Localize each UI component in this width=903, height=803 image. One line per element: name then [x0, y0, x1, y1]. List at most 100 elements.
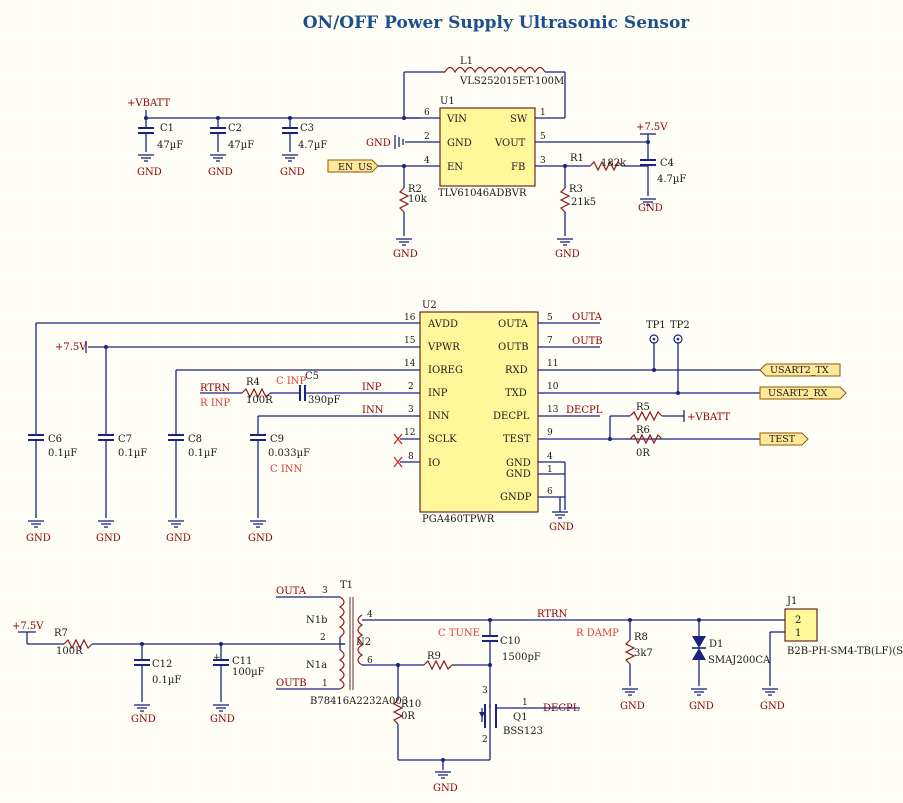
r7-ref: R7 — [54, 628, 68, 639]
t1-winding-n2: N2 — [356, 637, 371, 648]
u2-pin-num-7: 7 — [547, 336, 553, 346]
d1-ref: D1 — [709, 639, 723, 650]
u2-ref: U2 — [422, 300, 437, 311]
r1-value: 182k — [601, 158, 627, 169]
j1-pin-2: 2 — [795, 615, 801, 626]
u2-pin-outb: OUTB — [498, 342, 529, 353]
capacitor-c4: C4 4.7µF GND — [638, 158, 686, 214]
u2-part: PGA460TPWR — [422, 514, 495, 525]
u2-pin-num-11: 11 — [547, 359, 558, 369]
schematic-title: ON/OFF Power Supply Ultrasonic Sensor — [303, 13, 691, 33]
c6-ref: C6 — [48, 434, 62, 445]
c12-ref: C12 — [152, 659, 172, 670]
d1-gnd-label: GND — [689, 701, 714, 712]
u2-pin-num-5: 5 — [547, 313, 553, 323]
connector-j1: J1 2 1 GND B2B-PH-SM4-TB(LF)(SN) — [760, 596, 903, 712]
u1-pin-num-4: 4 — [424, 156, 430, 166]
inductor-l1: L1 VLS252015ET-100M — [403, 56, 566, 119]
capacitor-c8: C8 0.1µF GND — [166, 370, 217, 544]
t1-outb-net: OUTB — [276, 678, 307, 689]
resistor-r9: R9 — [380, 651, 492, 671]
u2-pin-outa: OUTA — [498, 319, 529, 330]
r4-ref: R4 — [246, 377, 260, 388]
u1-pin-vout: VOUT — [494, 138, 526, 149]
capacitor-c7: C7 0.1µF GND — [96, 347, 147, 544]
c3-ref: C3 — [300, 123, 314, 134]
u2-pin-sclk: SCLK — [428, 434, 457, 445]
c5-value: 390pF — [308, 395, 340, 406]
c8-value: 0.1µF — [188, 448, 217, 459]
t1-part: B78416A2232A003 — [310, 696, 408, 707]
resistor-r2: R2 10k GND — [393, 166, 428, 260]
c-inp-label: C INP — [276, 376, 307, 387]
c2-value: 47µF — [228, 140, 254, 151]
r5-vbatt-label: +VBATT — [687, 412, 730, 423]
capacitor-c9: C9 0.033µF C INN GND — [248, 415, 360, 544]
port-test: TEST — [759, 432, 809, 446]
r8-ref: R8 — [634, 632, 648, 643]
u2-pin-inn: INN — [428, 411, 450, 422]
r10-value: 0R — [401, 711, 415, 722]
u1-pin-gnd: GND — [447, 138, 472, 149]
inn-net-label: INN — [362, 405, 384, 416]
port-en-us: EN_US — [327, 159, 406, 173]
u2-decpl-net: DECPL — [566, 405, 603, 416]
capacitor-c3: C3 4.7µF GND — [280, 118, 327, 178]
c9-gnd-label: GND — [248, 533, 273, 544]
r1-ref: R1 — [570, 153, 584, 164]
c6-value: 0.1µF — [48, 448, 77, 459]
q1-pin-1: 1 — [522, 698, 528, 708]
r8-gnd-label: GND — [620, 701, 645, 712]
u1-pin-fb: FB — [511, 162, 525, 173]
resistor-r5: R5 +VBATT — [608, 402, 730, 441]
c4-ref: C4 — [660, 158, 674, 169]
testpoint-tp1: TP1 — [646, 320, 666, 372]
u1-pin-en: EN — [447, 162, 463, 173]
port-usart2-tx: USART2_TX — [759, 363, 841, 377]
u1-pin-vin: VIN — [446, 114, 467, 125]
test-port-label: TEST — [769, 434, 796, 445]
c-tune-label: C TUNE — [438, 628, 480, 639]
capacitor-c1: C1 47µF GND — [137, 118, 183, 178]
c10-value: 1500pF — [502, 652, 541, 663]
ic-u2-body — [419, 311, 539, 513]
u2-pin-decpl: DECPL — [493, 411, 530, 422]
r-inp-label: R INP — [200, 398, 230, 409]
r2-ref: R2 — [408, 184, 422, 195]
r-damp-label: R DAMP — [576, 628, 619, 639]
u1-pin-num-5: 5 — [540, 132, 546, 142]
t1-outa-net: OUTA — [276, 586, 307, 597]
ic-u1: U1 TLV61046ADBVR VIN GND EN SW VOUT FB 6… — [404, 96, 590, 199]
u2-pin-io: IO — [428, 458, 440, 469]
c12-gnd-label: GND — [131, 714, 156, 725]
r7-value: 100R — [56, 646, 83, 657]
c4-value: 4.7µF — [657, 174, 686, 185]
inp-net-label: INP — [362, 382, 382, 393]
u1-gnd-label: GND — [366, 138, 391, 149]
r9-ref: R9 — [427, 651, 441, 662]
u2-pin-inp: INP — [428, 388, 448, 399]
t1-winding-n1a: N1a — [306, 660, 327, 671]
c8-ref: C8 — [188, 434, 202, 445]
q1-part: BSS123 — [503, 726, 543, 737]
q1-pin-3: 3 — [482, 686, 488, 696]
c11-value: 100µF — [232, 667, 265, 678]
en-us-label: EN_US — [338, 162, 373, 173]
c12-value: 0.1µF — [152, 675, 181, 686]
u2-pin-num-13: 13 — [547, 405, 559, 415]
u2-outa-net: OUTA — [572, 312, 603, 323]
r2-value: 10k — [408, 194, 428, 205]
u2-pin-num-2: 2 — [408, 382, 414, 392]
rtrn-net-label: RTRN — [537, 609, 568, 620]
j1-ref: J1 — [786, 596, 797, 607]
u1-pin-num-1: 1 — [540, 108, 546, 118]
r2-gnd-label: GND — [393, 249, 418, 260]
capacitor-c5: C5 390pF C INP — [276, 371, 360, 406]
u2-pin-gnd-a: GND — [506, 458, 531, 469]
u2-gnd-label: GND — [549, 522, 574, 533]
c11-polarity-plus: + — [213, 653, 221, 663]
capacitor-c11: + C11 100µF GND — [210, 644, 265, 725]
capacitor-c10: C10 1500pF — [482, 620, 541, 700]
u1-pin-sw: SW — [510, 114, 528, 125]
c7-ref: C7 — [118, 434, 132, 445]
